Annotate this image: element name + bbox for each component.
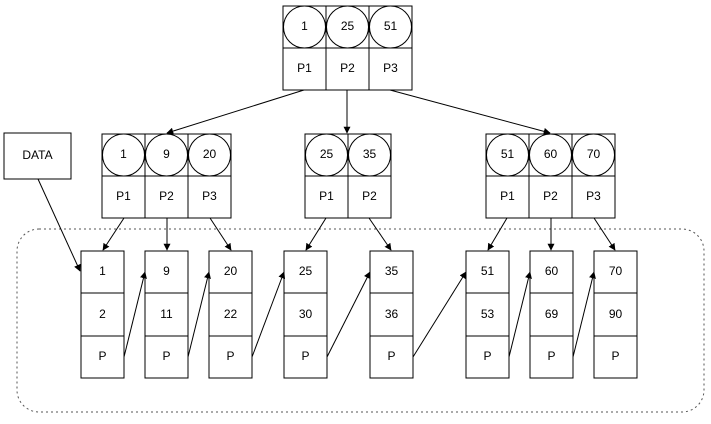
leaf-node-1: 1 2 P [80, 250, 125, 379]
arrow [123, 271, 147, 358]
leaf-value: 35 [385, 264, 399, 278]
arrow [187, 271, 211, 358]
leaf-pointer: P [301, 349, 309, 363]
internal-node-3: 51 60 70 P1 P2 P3 [485, 133, 616, 219]
arrow [389, 89, 551, 135]
leaf-value: 1 [99, 264, 106, 278]
internal-pointer: P1 [116, 189, 131, 203]
leaf-value: 11 [160, 307, 173, 321]
internal-node-1: 1 9 20 P1 P2 P3 [101, 133, 232, 219]
leaf-value: 25 [299, 264, 313, 278]
leaf-value: 36 [385, 307, 399, 321]
arrow [412, 271, 467, 358]
root-key: 25 [341, 19, 355, 33]
arrow [572, 271, 596, 358]
internal-key: 35 [363, 147, 377, 161]
leaf-link-arrows [123, 271, 596, 358]
data-label-box: DATA [3, 132, 72, 180]
leaf-pointer: P [483, 349, 491, 363]
arrow [305, 217, 327, 251]
leaf-node-7: 60 69 P [529, 250, 574, 379]
root-key: 1 [301, 19, 308, 33]
internal-key: 51 [501, 147, 515, 161]
leaf-pointer: P [226, 349, 234, 363]
internal-node-2: 25 35 P1 P2 [304, 133, 392, 219]
leaf-node-2: 9 11 P [144, 250, 189, 379]
internal-key: 9 [163, 147, 170, 161]
root-pointer: P2 [340, 61, 355, 75]
internal-pointer: P2 [362, 189, 377, 203]
internal-key: 1 [120, 147, 127, 161]
leaf-node-4: 25 30 P [283, 250, 328, 379]
leaf-value: 22 [224, 307, 238, 321]
leaf-value: 9 [163, 264, 170, 278]
internal-key: 60 [544, 147, 558, 161]
leaf-value: 30 [299, 307, 313, 321]
leaf-level-container [16, 228, 705, 413]
internal-to-leaf-arrows [102, 217, 616, 251]
internal-pointer: P3 [586, 189, 601, 203]
data-to-leaf-arrow [37, 178, 81, 272]
root-key-circle [326, 5, 369, 49]
internal-key-circle [572, 133, 615, 177]
root-pointer: P3 [383, 61, 398, 75]
internal-pointer: P3 [202, 189, 217, 203]
internal-key-circle [102, 133, 145, 177]
arrow [368, 217, 392, 251]
arrow [487, 217, 508, 251]
arrow [593, 217, 616, 251]
leaf-value: 53 [481, 307, 495, 321]
leaf-node-3: 20 22 P [208, 250, 253, 379]
leaf-pointer: P [611, 349, 619, 363]
arrow [251, 271, 286, 358]
leaf-pointer: P [387, 349, 395, 363]
leaf-value: 51 [481, 264, 495, 278]
internal-pointer: P1 [500, 189, 515, 203]
leaf-value: 69 [545, 307, 559, 321]
arrow [209, 217, 232, 251]
leaf-pointer: P [98, 349, 106, 363]
leaf-node-6: 51 53 P [465, 250, 510, 379]
leaf-value: 2 [99, 307, 106, 321]
arrow [326, 271, 371, 358]
internal-key-circle [486, 133, 529, 177]
leaf-pointer: P [547, 349, 555, 363]
internal-pointer: P2 [159, 189, 174, 203]
data-label-text: DATA [22, 148, 52, 162]
root-key-circle [283, 5, 326, 49]
leaf-value: 20 [224, 264, 238, 278]
leaf-value: 60 [545, 264, 559, 278]
leaf-value: 70 [609, 264, 623, 278]
arrow [166, 89, 305, 135]
leaf-node-5: 35 36 P [369, 250, 414, 379]
arrow [102, 217, 125, 251]
internal-key: 20 [203, 147, 217, 161]
root-key: 51 [384, 19, 398, 33]
root-key-circle [369, 5, 412, 49]
internal-key-circle [305, 133, 348, 177]
internal-key: 25 [320, 147, 334, 161]
leaf-value: 90 [609, 307, 623, 321]
internal-pointer: P2 [543, 189, 558, 203]
internal-key: 70 [587, 147, 601, 161]
root-to-internal-arrows [166, 89, 551, 135]
internal-pointer: P1 [319, 189, 334, 203]
root-node: 1 25 51 P1 P2 P3 [282, 5, 413, 91]
arrow [508, 271, 532, 358]
leaf-node-8: 70 90 P [593, 250, 638, 379]
internal-key-circle [348, 133, 391, 177]
internal-key-circle [188, 133, 231, 177]
leaf-pointer: P [162, 349, 170, 363]
root-pointer: P1 [297, 61, 312, 75]
